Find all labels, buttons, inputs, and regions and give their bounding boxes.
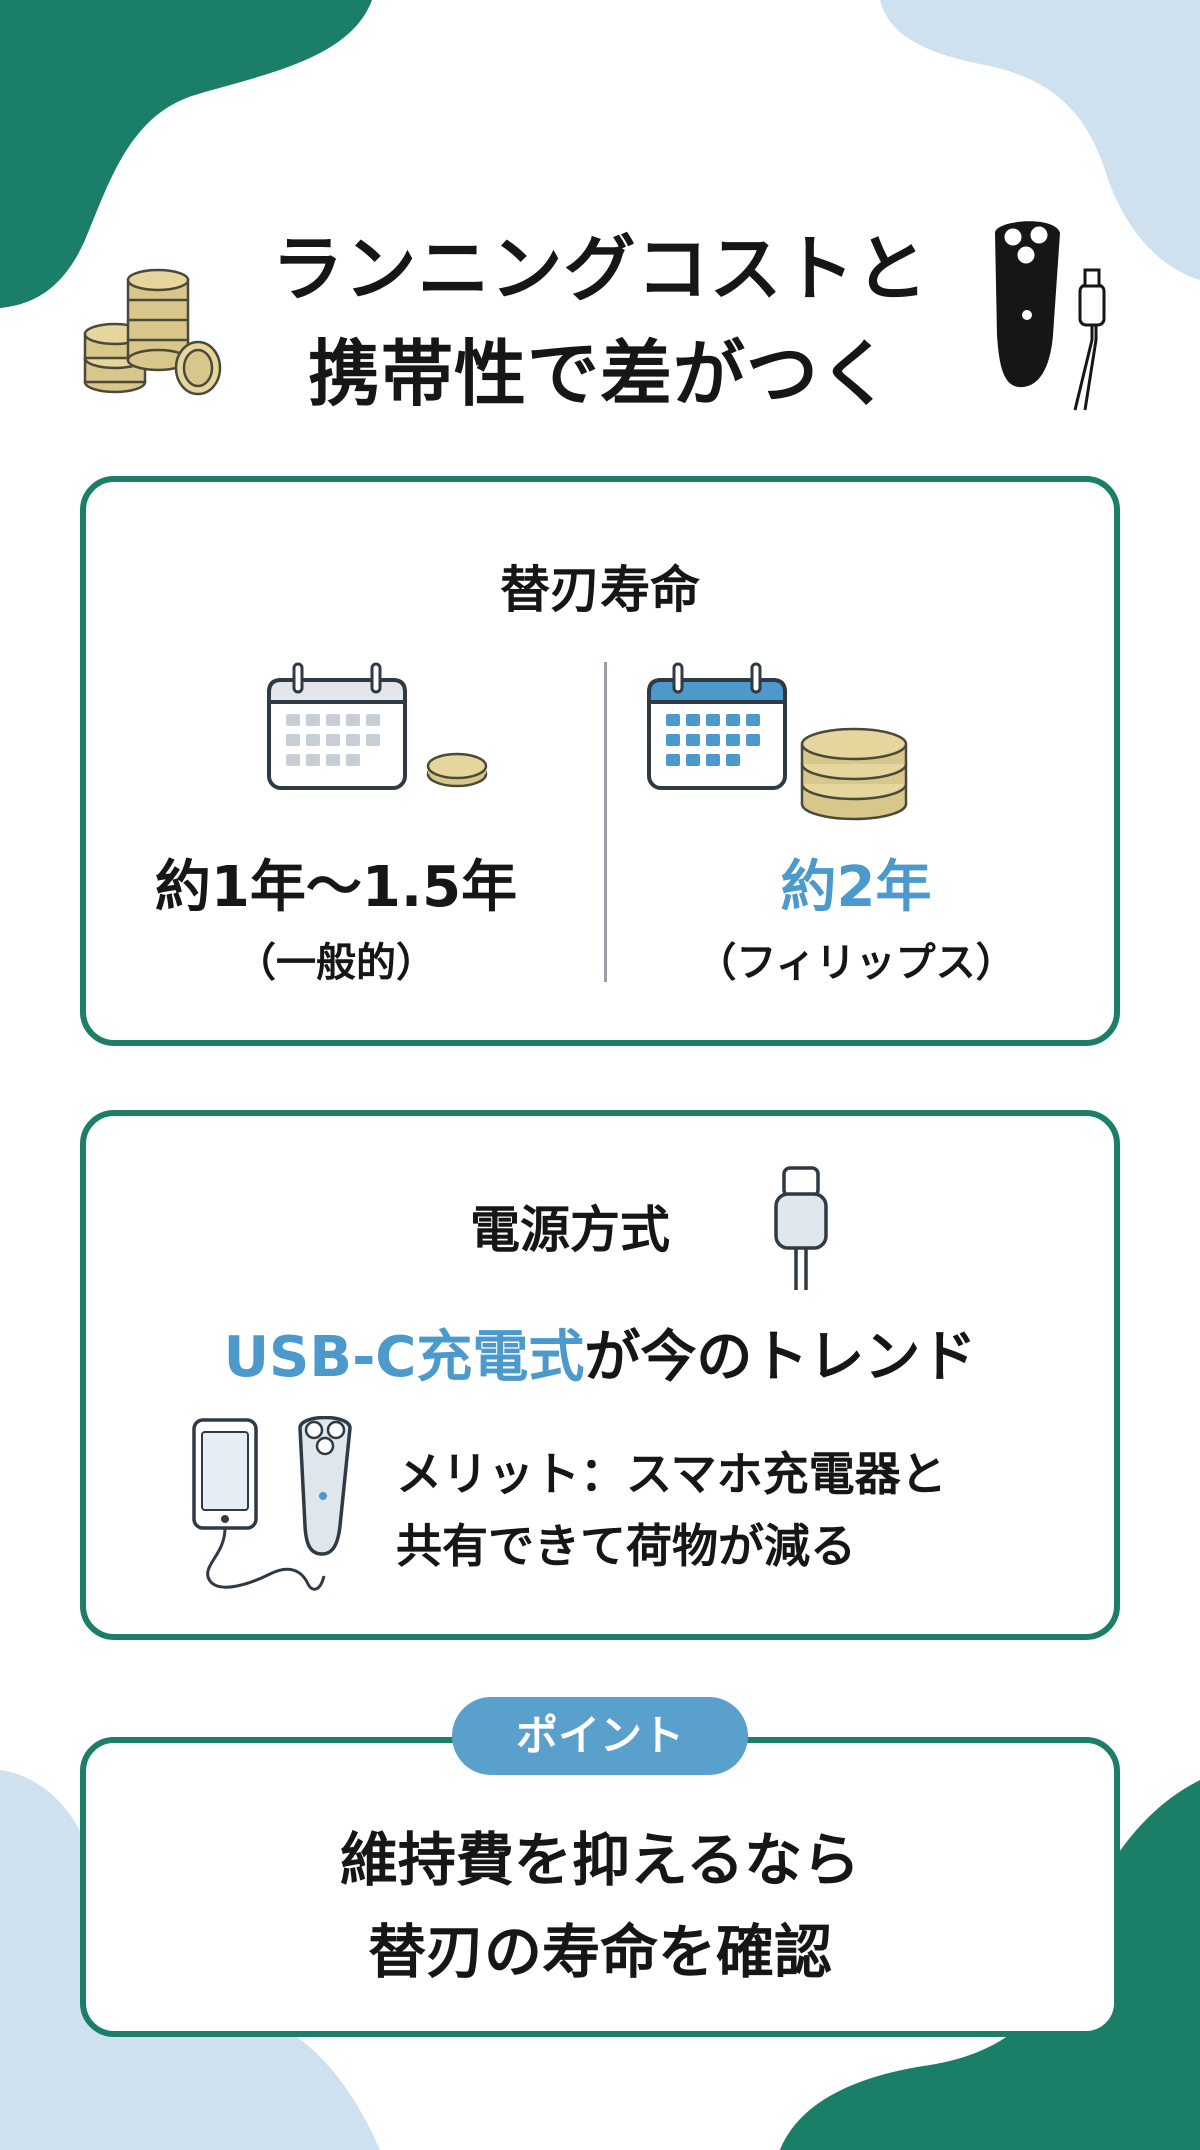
usb-c-trend: USB-C充電式が今のトレンド: [86, 1312, 1114, 1393]
point-card: 維持費を抑えるなら 替刃の寿命を確認: [80, 1737, 1120, 2037]
merit-line1: メリット：スマホ充電器と: [396, 1447, 947, 1501]
blade-lifespan-card: 替刃寿命 約1年～1.5年 （一般的）: [80, 476, 1120, 1046]
header: ランニングコストと 携帯性で差がつく: [0, 190, 1200, 430]
coins-icon: [83, 268, 222, 396]
point-line2: 替刃の寿命を確認: [367, 1918, 832, 1986]
trend-label: が今のトレンド: [584, 1325, 977, 1390]
divider: [604, 662, 607, 982]
blue-corner-blob: [880, 0, 1200, 280]
power-method-header: 電源方式: [86, 1154, 1114, 1290]
blade-lifespan-title: 替刃寿命: [500, 561, 700, 619]
usb-c-merit: メリット：スマホ充電器と 共有できて荷物が減る: [396, 1438, 1096, 1582]
calendar-icon: [267, 662, 407, 790]
electric-shaver-icon: [995, 221, 1106, 411]
blade-lifespan-general: 約1年～1.5年 （一般的）: [86, 662, 586, 1002]
calendar-icon: [647, 662, 787, 790]
page-title-line2: 携帯性で差がつく: [307, 332, 892, 416]
blade-lifespan-philips-note: （フィリップス）: [696, 940, 1016, 986]
power-method-card: 電源方式 USB-C充電式が今のトレンド メリット：スマホ充電器と 共有できて荷…: [80, 1110, 1120, 1640]
blue-corner-blob-bottom: [0, 1770, 380, 2150]
point-line1: 維持費を抑えるなら: [339, 1826, 861, 1894]
blade-lifespan-philips-value: 約2年: [780, 855, 932, 920]
blade-lifespan-philips: 約2年 （フィリップス）: [606, 662, 1106, 1002]
power-method-title: 電源方式: [470, 1201, 670, 1259]
green-corner-blob-bottom: [780, 1780, 1200, 2150]
point-badge: ポイント: [452, 1697, 748, 1775]
usb-c-plug-icon: [774, 1166, 828, 1290]
blade-lifespan-general-note: （一般的）: [236, 940, 436, 986]
smartphone-shaver-icon: [192, 1416, 352, 1591]
merit-line2: 共有できて荷物が減る: [396, 1519, 856, 1573]
page-title-line1: ランニングコストと: [271, 227, 929, 311]
coin-icon: [426, 752, 488, 788]
green-corner-blob: [0, 0, 372, 308]
blade-lifespan-general-value: 約1年～1.5年: [154, 855, 518, 920]
coin-stack-icon: [800, 727, 908, 821]
usb-c-label: USB-C充電式: [223, 1325, 585, 1390]
